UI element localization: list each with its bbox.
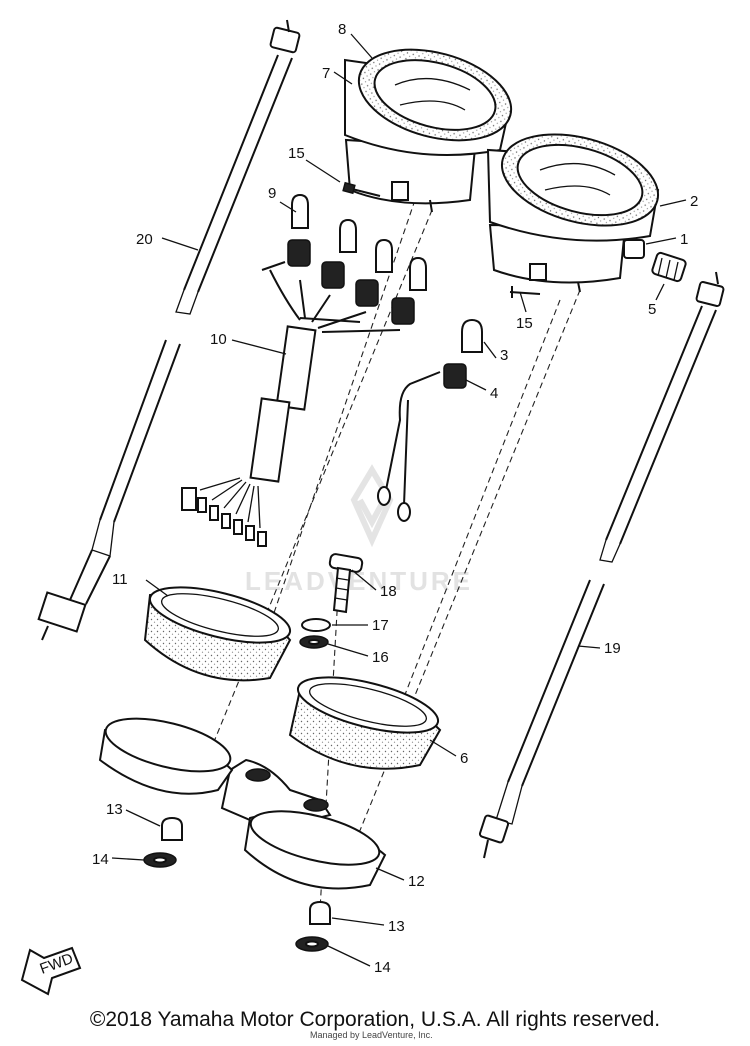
callout-1: 1 (680, 231, 688, 248)
callout-12: 12 (408, 873, 425, 890)
callout-7: 7 (322, 65, 330, 82)
speedometer (344, 48, 513, 213)
callout-18: 18 (380, 583, 397, 600)
cable-20 (37, 19, 301, 641)
fwd-arrow-icon: FWD (20, 946, 82, 996)
callout-16: 16 (372, 649, 389, 666)
callout-11: 11 (112, 571, 128, 588)
lower-cover-6 (288, 676, 442, 770)
callout-6: 6 (460, 750, 468, 767)
managed-by-note: Managed by LeadVenture, Inc. (310, 1030, 433, 1040)
callout-20: 20 (136, 231, 153, 248)
indicator-socket (377, 318, 483, 522)
callout-2: 2 (690, 193, 698, 210)
leader-lines (111, 33, 687, 967)
bolt-group (299, 553, 364, 649)
callout-13a: 13 (106, 801, 123, 818)
callout-9: 9 (268, 185, 276, 202)
callout-3: 3 (500, 347, 508, 364)
callout-numbers: 8 7 2 1 3 4 5 6 9 10 11 12 13 13 14 14 1… (92, 21, 698, 976)
cable-19 (478, 271, 725, 859)
callout-19: 19 (604, 640, 621, 657)
bracket-12 (98, 717, 387, 890)
tachometer (486, 133, 660, 293)
bulbs-and-harness (181, 193, 427, 547)
callout-15b: 15 (516, 315, 533, 332)
callout-4: 4 (490, 385, 498, 402)
lower-cover-11 (143, 586, 292, 682)
callout-10: 10 (210, 331, 227, 348)
callout-17: 17 (372, 617, 389, 634)
watermark: LEADVENTURE (245, 464, 470, 596)
copyright-notice: ©2018 Yamaha Motor Corporation, U.S.A. A… (89, 1008, 661, 1031)
callout-8: 8 (338, 21, 346, 38)
callout-14a: 14 (92, 851, 109, 868)
grommets-13-14 (143, 816, 331, 952)
screws-15 (342, 181, 541, 298)
callout-5: 5 (648, 301, 656, 318)
callout-14b: 14 (374, 959, 391, 976)
callout-13b: 13 (388, 918, 405, 935)
callout-15a: 15 (288, 145, 305, 162)
parts-diagram: LEADVENTURE (20, 19, 725, 996)
cap-5 (651, 251, 687, 283)
